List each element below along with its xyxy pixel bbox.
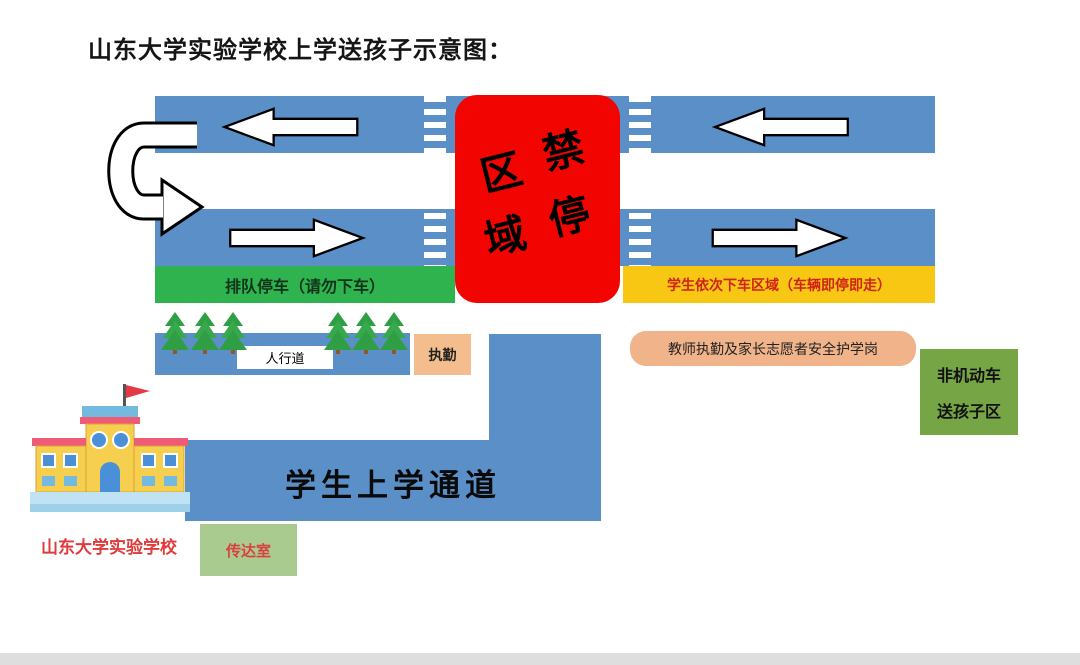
sidewalk-label: 人行道 [237,346,333,369]
tree-icon [380,312,408,354]
non-motor-zone-line1: 非机动车 [936,367,1001,385]
tree-icon [219,312,247,354]
student-dropoff-bar: 学生依次下车区域（车辆即停即走） [623,266,935,303]
crosswalk-left [424,96,446,266]
tree-icon [352,312,380,354]
non-motor-zone-line2: 送孩子区 [936,404,1001,422]
student-corridor-vertical [489,334,601,444]
bottom-gray-band [0,653,1080,665]
tree-icon [161,312,189,354]
no-stop-char: 域 [479,209,531,265]
left-arrow-icon [221,107,359,147]
right-arrow-icon [711,218,849,258]
no-stop-char: 区 [475,145,527,201]
tree-icon [191,312,219,354]
school-building-illustration [30,384,190,512]
no-stopping-zone: 禁 停 区 域 [455,95,620,303]
u-turn-arrow-icon [107,121,205,237]
duty-post-box: 执勤 [414,334,471,375]
non-motor-zone-box: 非机动车 送孩子区 [920,349,1018,435]
guard-post-box: 教师执勤及家长志愿者安全护学岗 [630,331,916,366]
no-stop-char: 停 [543,189,595,245]
school-name-label: 山东大学实验学校 [41,538,177,557]
tree-icon [324,312,352,354]
right-arrow-icon [229,218,367,258]
student-corridor-label: 学生上学通道 [285,468,501,503]
left-arrow-icon [711,107,849,147]
no-stop-char: 禁 [537,123,589,179]
gatehouse-box: 传达室 [200,524,297,576]
crosswalk-right [629,96,651,266]
page-title: 山东大学实验学校上学送孩子示意图： [88,38,513,64]
queue-parking-bar: 排队停车（请勿下车） [155,266,455,303]
student-corridor-horizontal [185,440,601,521]
